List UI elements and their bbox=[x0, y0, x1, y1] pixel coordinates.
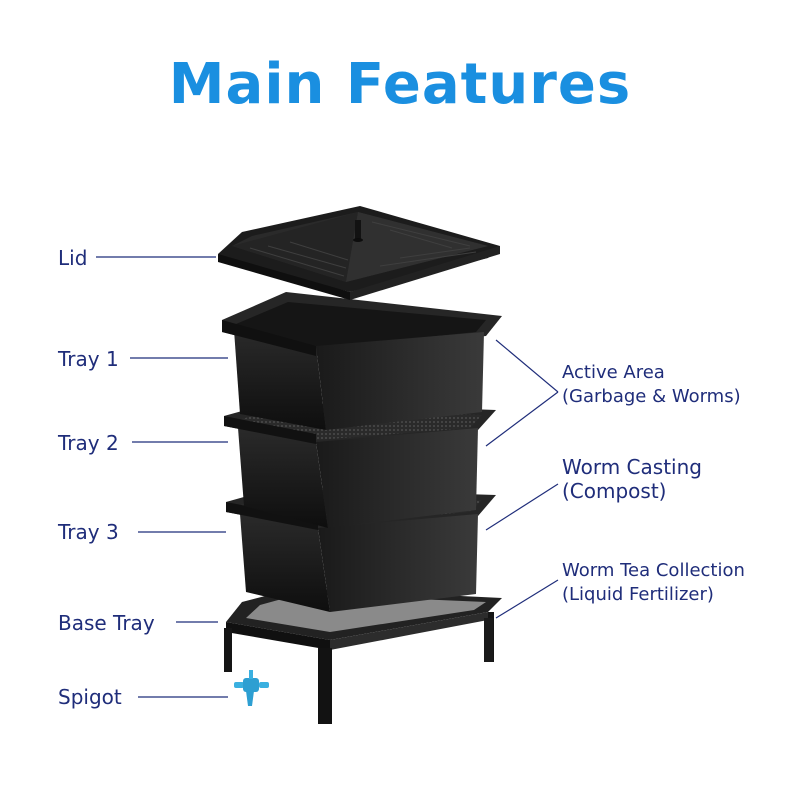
callout-active-area: Active Area (Garbage & Worms) bbox=[562, 361, 741, 409]
label-tray-3: Tray 3 bbox=[58, 520, 119, 544]
spigot-shape bbox=[234, 670, 269, 706]
callout-active-area-detail: (Garbage & Worms) bbox=[562, 386, 741, 407]
callout-worm-casting-detail: (Compost) bbox=[562, 479, 667, 503]
label-lid: Lid bbox=[58, 246, 88, 270]
page-title: Main Features bbox=[168, 52, 632, 117]
callout-worm-tea-detail: (Liquid Fertilizer) bbox=[562, 584, 714, 605]
base-tray-shape bbox=[224, 588, 502, 724]
label-base-tray: Base Tray bbox=[58, 611, 155, 635]
lid-shape bbox=[218, 206, 500, 300]
callout-worm-tea-title: Worm Tea Collection bbox=[562, 560, 745, 581]
tray-1-shape bbox=[222, 292, 502, 430]
callout-worm-tea: Worm Tea Collection (Liquid Fertilizer) bbox=[562, 559, 745, 607]
callout-worm-casting-title: Worm Casting bbox=[562, 455, 702, 479]
label-tray-2: Tray 2 bbox=[58, 431, 119, 455]
leader-lines-right bbox=[485, 339, 559, 619]
label-spigot: Spigot bbox=[58, 685, 122, 709]
label-tray-1: Tray 1 bbox=[58, 347, 119, 371]
callout-active-area-title: Active Area bbox=[562, 362, 665, 383]
callout-worm-casting: Worm Casting (Compost) bbox=[562, 455, 702, 503]
leader-lines-left bbox=[96, 256, 228, 698]
